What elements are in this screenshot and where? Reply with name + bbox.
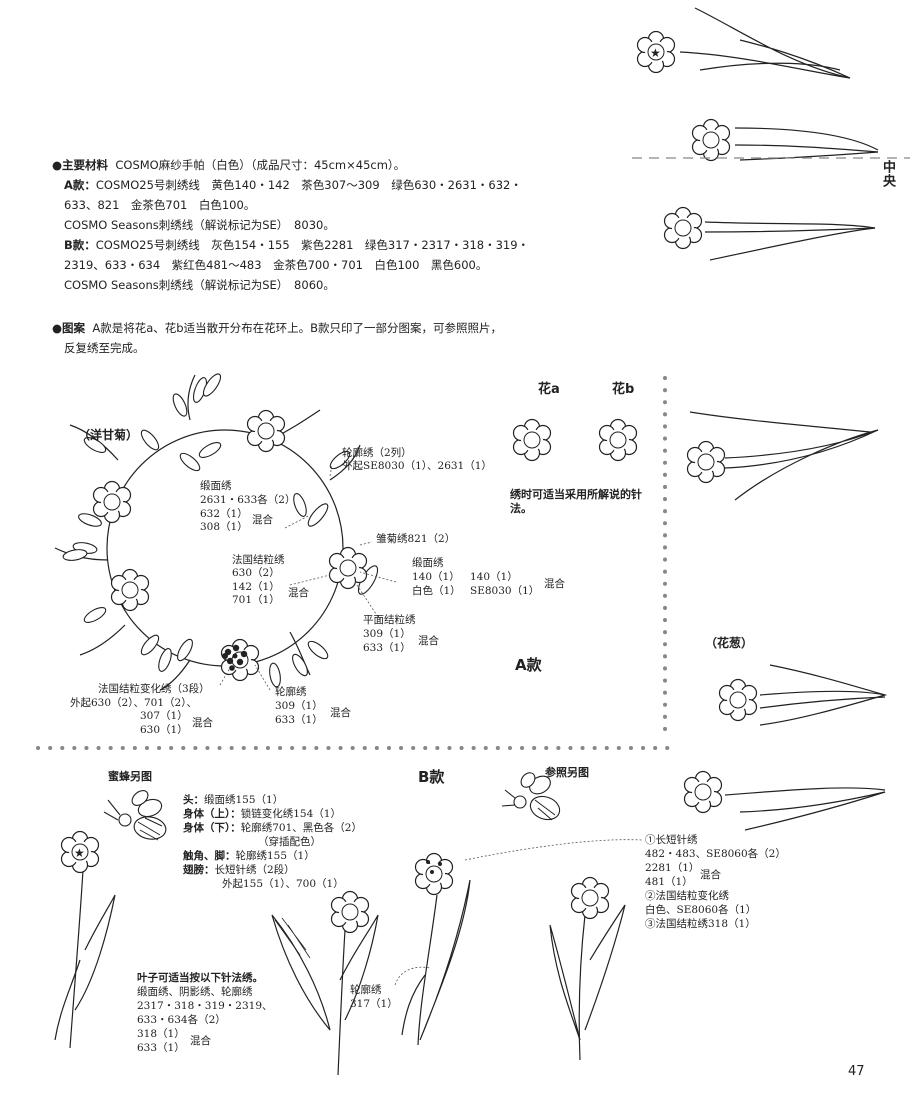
note-flat-2: 309（1） xyxy=(363,628,411,640)
svg-text:★: ★ xyxy=(650,46,661,60)
pattern-block: ●图案 A款是将花a、花b适当散开分布在花环上。B款只印了一部分图案，可参照照片… xyxy=(52,318,502,358)
scallion-label: （花葱） xyxy=(705,636,754,650)
flower-a-label: 花a xyxy=(538,382,560,397)
materials-line1: COSMO麻纱手帕（白色）（成品尺寸：45cm×45cm）。 xyxy=(115,158,406,172)
note-outline2-2: 外起SE8030（1）、2631（1） xyxy=(342,460,492,472)
note-satin-2: 2631・633各（2） xyxy=(200,494,296,506)
section-a-label: A款 xyxy=(515,656,542,674)
note-outline-3: 633（1） xyxy=(275,714,323,726)
note-fvar-mix: 混合 xyxy=(192,717,213,729)
stem-note-2: 317（1） xyxy=(350,998,398,1010)
bee-lower-2: （穿插配色） xyxy=(258,836,321,848)
note-satin2-4: 140（1） xyxy=(470,571,518,583)
svg-text:★: ★ xyxy=(74,846,85,860)
note-satin2-1: 缎面绣 xyxy=(412,557,444,569)
note-satin2-mix: 混合 xyxy=(544,578,565,590)
note-flat-mix: 混合 xyxy=(418,635,439,647)
center-mark: 中央 xyxy=(880,160,895,188)
section-b-label: B款 xyxy=(418,768,445,786)
note-outline-mix: 混合 xyxy=(330,707,351,719)
leaf-note-3: 2317・318・319・2319、 xyxy=(137,1000,273,1012)
page-number: 47 xyxy=(848,1064,865,1079)
materials-a-line2: 633、821 金茶色701 白色100。 xyxy=(64,198,256,212)
flower-note-2: 法。 xyxy=(510,502,532,515)
wreath-name: （洋甘菊） xyxy=(78,428,139,442)
note-fvar-3: 307（1） xyxy=(140,710,188,722)
bee-antenna: 轮廓绣155（1） xyxy=(235,850,315,862)
flower-note-b6: 白色、SE8060各（1） xyxy=(645,904,757,916)
stem-note-1: 轮廓绣 xyxy=(350,984,382,996)
bee-lower-label: 身体（下）： xyxy=(183,822,241,834)
materials-heading: ●主要材料 xyxy=(52,158,109,172)
bee-wing-label: 翅膀： xyxy=(183,864,215,876)
note-satin-3: 632（1） xyxy=(200,508,248,520)
flower-note-b4: 481（1） xyxy=(645,876,693,888)
note-fvar-4: 630（1） xyxy=(140,724,188,736)
note-fvar-1: 法国结粒变化绣（3段） xyxy=(98,683,210,695)
note-french-1: 法国结粒绣 xyxy=(232,554,285,566)
flower-b-label: 花b xyxy=(612,382,635,397)
note-flat-1: 平面结粒绣 xyxy=(363,614,416,626)
ref-title: 参照另图 xyxy=(545,766,589,779)
bee-title: 蜜蜂另图 xyxy=(108,770,152,783)
pattern-line1: A款是将花a、花b适当散开分布在花环上。B款只印了一部分图案，可参照照片， xyxy=(92,321,502,335)
pattern-line2: 反复绣至完成。 xyxy=(64,341,145,355)
materials-b-line1: COSMO25号刺绣线 灰色154・155 紫色2281 绿色317・2317・… xyxy=(95,238,530,252)
scallion-top xyxy=(679,7,851,79)
flower-note-b5: ②法国结粒变化绣 xyxy=(645,890,729,902)
note-satin-mix: 混合 xyxy=(252,514,273,526)
materials-b-label: B款： xyxy=(64,238,96,252)
bee-lower: 轮廓绣701、黑色各（2） xyxy=(240,822,362,834)
materials-a-line1: COSMO25号刺绣线 黄色140・142 茶色307～309 绿色630・26… xyxy=(95,178,522,192)
bee-wing: 长短针绣（2段） xyxy=(214,864,295,876)
leaf-note-4: 633・634各（2） xyxy=(137,1014,226,1026)
flower-note-b1: ①长短针绣 xyxy=(645,834,698,846)
flower-note-b-mix: 混合 xyxy=(700,869,721,881)
note-satin-4: 308（1） xyxy=(200,521,248,533)
bee-antenna-label: 触角、脚： xyxy=(183,850,236,862)
leaf-note-1: 叶子可适当按以下针法绣。 xyxy=(137,972,263,984)
note-french-mix: 混合 xyxy=(288,587,309,599)
note-fvar-2: 外起630（2）、701（2）、 xyxy=(70,697,197,709)
note-french-3: 142（1） xyxy=(232,581,280,593)
note-satin2-3: 白色（1） xyxy=(412,585,461,597)
materials-b-line2: 2319、633・634 紫红色481～483 金茶色700・701 白色100… xyxy=(64,258,488,272)
materials-block: ●主要材料 COSMO麻纱手帕（白色）（成品尺寸：45cm×45cm）。 A款：… xyxy=(52,155,529,295)
flower-note-b7: ③法国结粒绣318（1） xyxy=(645,918,756,930)
note-outline-2: 309（1） xyxy=(275,700,323,712)
note-outline-1: 轮廓绣 xyxy=(275,686,307,698)
leaf-note-6: 633（1） xyxy=(137,1042,185,1054)
materials-a-line3: COSMO Seasons刺绣线（解说标记为SE） 8030。 xyxy=(64,218,335,232)
flower-note-b3: 2281（1） xyxy=(645,862,700,874)
bee-wing-2: 外起155（1）、700（1） xyxy=(222,878,344,890)
materials-a-label: A款： xyxy=(64,178,96,192)
note-satin2-2: 140（1） xyxy=(412,571,460,583)
leaf-note-2: 缎面绣、阴影绣、轮廓绣 xyxy=(137,986,253,998)
bee-upper: 锁链变化绣154（1） xyxy=(240,808,341,820)
note-satin-1: 缎面绣 xyxy=(200,480,232,492)
leaf-note-5: 318（1） xyxy=(137,1028,185,1040)
bee-upper-label: 身体（上）： xyxy=(183,808,241,820)
bee-head: 缎面绣155（1） xyxy=(204,794,284,806)
note-french-4: 701（1） xyxy=(232,594,280,606)
note-flat-3: 633（1） xyxy=(363,642,411,654)
note-outline2-1: 轮廓绣（2列） xyxy=(342,447,412,459)
bee-head-label: 头： xyxy=(183,794,204,806)
note-french-2: 630（2） xyxy=(232,567,280,579)
pattern-heading: ●图案 xyxy=(52,321,86,335)
flower-note-1: 绣时可适当采用所解说的针 xyxy=(510,488,642,501)
leaf-note-mix: 混合 xyxy=(190,1035,211,1047)
note-lazy: 雏菊绣821（2） xyxy=(376,533,456,545)
flower-note-b2: 482・483、SE8060各（2） xyxy=(645,848,786,860)
materials-b-line3: COSMO Seasons刺绣线（解说标记为SE） 8060。 xyxy=(64,278,335,292)
note-satin2-5: SE8030（1） xyxy=(470,585,540,597)
